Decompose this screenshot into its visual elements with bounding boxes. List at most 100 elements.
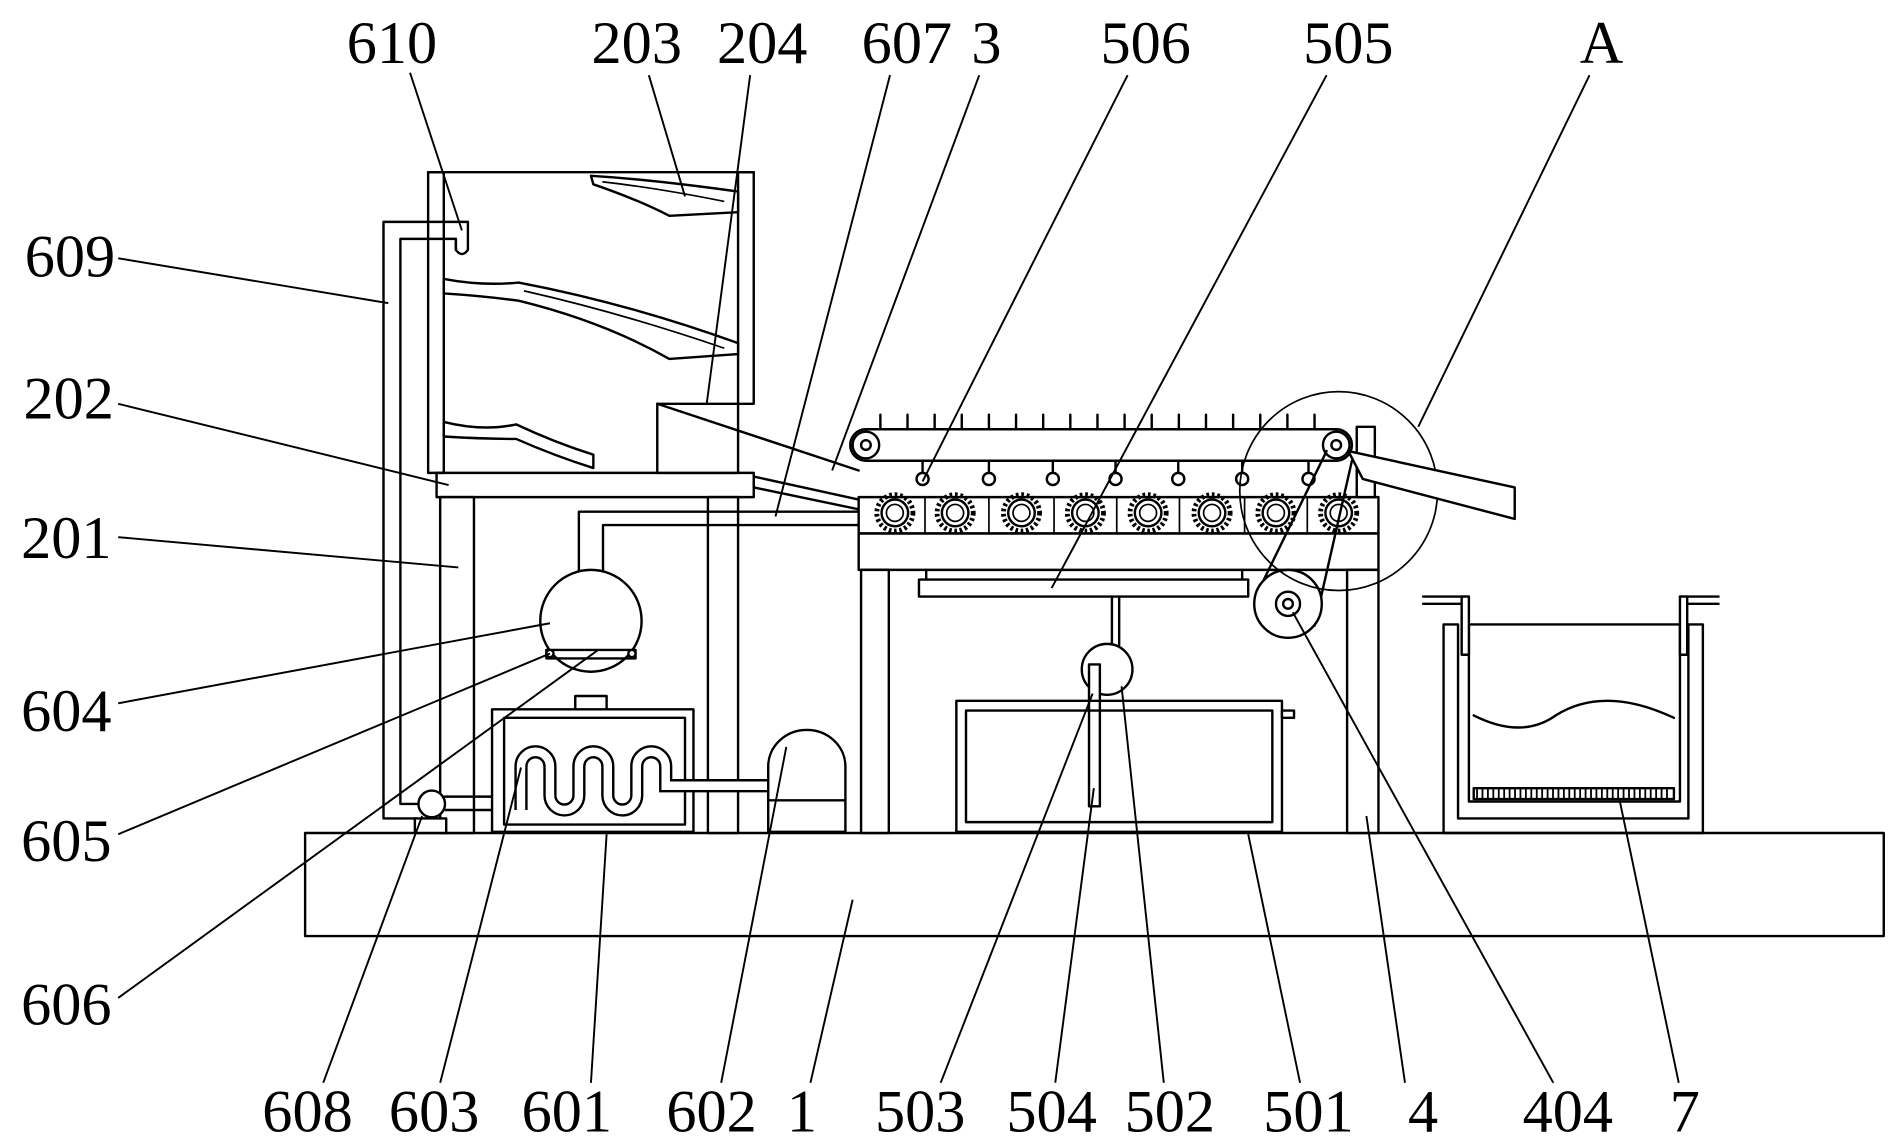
roller <box>1007 498 1036 528</box>
agitator-shaft <box>1110 595 1121 647</box>
belt-roller-left <box>851 430 881 460</box>
belt-pin-head <box>1171 471 1186 487</box>
baffle-middle <box>442 277 740 361</box>
belt-pin-head <box>1045 471 1061 487</box>
label-505: 505 <box>1303 10 1393 77</box>
pump-base <box>413 817 448 835</box>
label-607: 607 <box>862 10 952 77</box>
chute-top-edge <box>656 402 860 472</box>
leader-505 <box>1050 74 1328 589</box>
basket-rim <box>1421 595 1720 606</box>
label-502: 502 <box>1125 1078 1215 1141</box>
leader-4 <box>1365 815 1406 1083</box>
agitator-rod <box>1087 663 1102 808</box>
support-leg-right <box>706 495 740 835</box>
support-leg-left <box>438 495 476 835</box>
label-506: 506 <box>1100 10 1190 77</box>
transfer-pipe <box>577 510 864 573</box>
leader-609 <box>118 257 389 305</box>
label-605: 605 <box>21 808 111 875</box>
roller-hub <box>1266 503 1286 523</box>
label-604: 604 <box>21 678 111 745</box>
roller <box>1324 498 1354 528</box>
baffle-top <box>589 174 740 218</box>
label-4: 4 <box>1408 1078 1438 1141</box>
label-7: 7 <box>1670 1078 1700 1141</box>
leader-603 <box>439 767 522 1084</box>
base-plate <box>303 831 1885 938</box>
roller-hub <box>1076 503 1095 523</box>
belt-pin-head <box>981 471 997 487</box>
motor-axle <box>1281 597 1295 610</box>
leader-506 <box>921 74 1129 482</box>
leader-201 <box>118 536 459 569</box>
separator-container <box>539 568 643 712</box>
label-501: 501 <box>1263 1078 1353 1141</box>
leader-1 <box>809 899 854 1084</box>
chute-strip <box>752 475 860 511</box>
collection-tank-wall <box>955 699 1284 834</box>
roller <box>1197 498 1227 528</box>
roller-hub <box>1138 503 1158 523</box>
water-surface <box>1472 699 1676 729</box>
basket <box>1467 623 1682 803</box>
roller-gear <box>1191 492 1233 534</box>
leader-606 <box>117 649 599 999</box>
label-610: 610 <box>347 10 437 77</box>
output-chute <box>1347 449 1516 521</box>
belt-roller-left-hub <box>859 438 872 452</box>
label-3: 3 <box>971 10 1001 77</box>
label-504: 504 <box>1006 1078 1096 1141</box>
leader-502 <box>1120 686 1165 1083</box>
roller-gear <box>1255 492 1297 534</box>
label-503: 503 <box>875 1078 965 1141</box>
label-203: 203 <box>592 10 682 77</box>
leader-602 <box>720 746 788 1083</box>
basket-post-right <box>1678 595 1689 656</box>
frame-leg-left <box>859 568 891 835</box>
label-606: 606 <box>21 971 111 1038</box>
circulation-pump <box>413 789 494 835</box>
heating-coil-core <box>516 747 770 815</box>
leader-610 <box>409 72 463 231</box>
roller <box>1261 498 1291 528</box>
roller-gear <box>1318 492 1360 534</box>
roller-gear <box>1127 492 1169 534</box>
leader-601 <box>589 834 608 1083</box>
label-201: 201 <box>21 505 111 572</box>
label-1: 1 <box>787 1078 817 1141</box>
label-A: A <box>1580 10 1624 77</box>
agitator <box>1080 595 1134 808</box>
roller-hub <box>1012 503 1031 523</box>
baffle-bottom <box>442 420 595 470</box>
leader-404 <box>1291 611 1555 1084</box>
leader-3 <box>831 74 981 471</box>
roller-hub <box>885 503 905 523</box>
baffle-middle-shade <box>523 290 725 349</box>
hopper <box>426 170 755 499</box>
label-404: 404 <box>1523 1078 1613 1141</box>
label-602: 602 <box>666 1078 756 1141</box>
label-202: 202 <box>24 365 114 432</box>
washing-tank <box>1421 595 1720 835</box>
label-601: 601 <box>522 1078 612 1141</box>
conveyor-belt <box>849 413 1354 487</box>
basket-post-left <box>1460 595 1471 656</box>
roller-row <box>874 492 1360 534</box>
belt-loop <box>849 428 1354 462</box>
belt-pin-head <box>1234 471 1250 487</box>
filter-pin-right <box>627 648 637 659</box>
roller-gear <box>1000 492 1042 534</box>
label-608: 608 <box>262 1078 352 1141</box>
leader-504 <box>1054 788 1095 1083</box>
label-204: 204 <box>717 10 807 77</box>
dome-pump-body <box>767 728 847 834</box>
roller-gear <box>1064 492 1106 534</box>
hopper-left-wall <box>426 170 446 475</box>
leader-A <box>1417 74 1591 428</box>
roller <box>1133 498 1163 528</box>
shelf-plate <box>917 568 1250 598</box>
belt-roller-right <box>1321 430 1351 460</box>
leader-608 <box>322 815 424 1084</box>
